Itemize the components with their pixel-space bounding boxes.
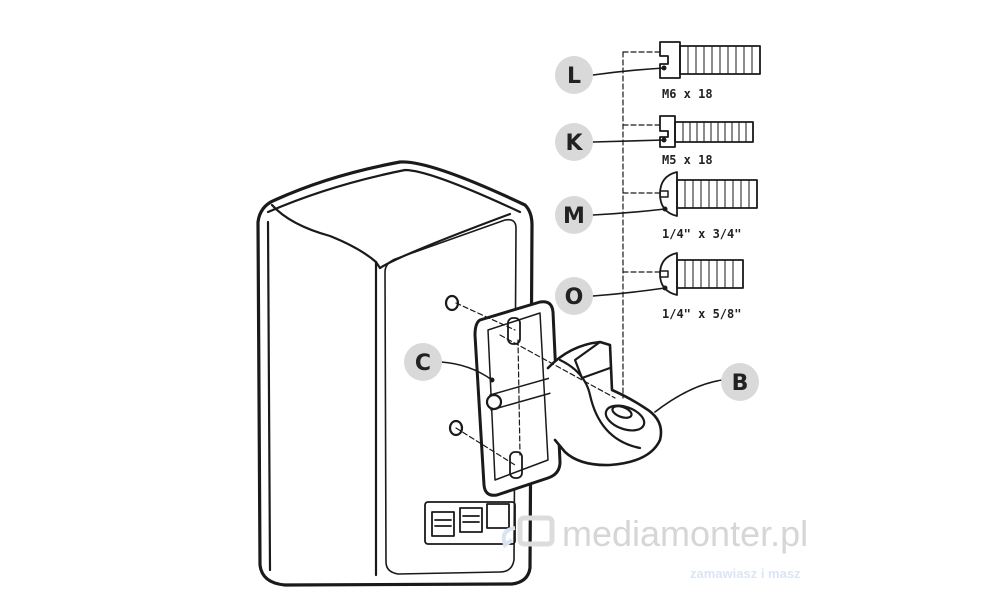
callout-b: B	[721, 363, 759, 401]
callout-c: C	[404, 343, 442, 381]
callout-l-label: L	[567, 64, 581, 89]
speaker-body	[256, 160, 534, 587]
screw-m-drawing	[659, 171, 758, 217]
screw-o-drawing	[659, 252, 744, 296]
callout-m: M	[555, 196, 593, 234]
bracket-arm-b	[546, 340, 663, 467]
callout-b-label: B	[732, 371, 749, 396]
callout-c-label: C	[415, 351, 431, 376]
speaker-terminals	[424, 501, 516, 545]
screw-o-size: 1/4" x 5/8"	[662, 307, 741, 321]
callout-k-label: K	[565, 131, 583, 156]
callout-o-label: O	[565, 285, 584, 310]
watermark-logo: mediamonter.pl zamawiasz i masz	[501, 513, 808, 581]
leader-dots	[489, 65, 668, 383]
callout-l: L	[555, 56, 593, 94]
callout-o: O	[555, 277, 593, 315]
leader-lines	[440, 67, 723, 413]
assembly-guides	[455, 51, 661, 466]
wall-plate-c	[473, 300, 562, 497]
screw-k-drawing	[659, 115, 754, 148]
callout-k: K	[555, 123, 593, 161]
screw-k-size: M5 x 18	[662, 153, 713, 167]
screw-l-size: M6 x 18	[662, 87, 713, 101]
watermark-brand: mediamonter.pl	[562, 513, 808, 554]
callout-m-label: M	[563, 204, 585, 229]
screw-l-drawing	[659, 41, 761, 79]
screw-m-size: 1/4" x 3/4"	[662, 227, 741, 241]
watermark-tagline: zamawiasz i masz	[690, 566, 801, 581]
